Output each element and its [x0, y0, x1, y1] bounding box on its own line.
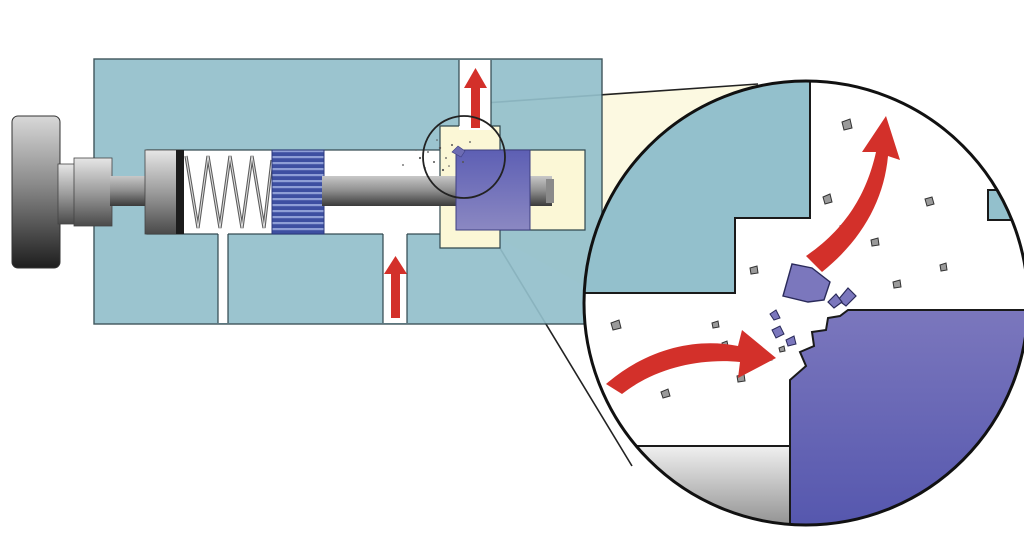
spring-retainer: [144, 149, 182, 235]
adjustment-shaft: [110, 176, 148, 206]
magnifier-lens: [582, 79, 1024, 527]
knob-hub: [57, 163, 77, 225]
eroded-chunk: [782, 263, 831, 303]
zoom-outlet-arrow: [806, 116, 900, 272]
valve-assembly: [11, 58, 603, 325]
zoom-stem: [584, 445, 791, 525]
seat-chip: [451, 145, 466, 158]
adjustment-knob: [11, 115, 61, 269]
zoom-inlet-arrow: [606, 330, 776, 394]
knob-collar: [73, 157, 113, 227]
drain-port: [218, 232, 228, 323]
lens-rim: [582, 79, 1024, 527]
detail-circle: [422, 115, 506, 199]
piston-guide: [271, 149, 325, 235]
inlet-flow-arrow: [384, 256, 407, 318]
outlet-flow-arrow: [464, 68, 487, 128]
valve-poppet: [455, 149, 531, 231]
zoom-poppet: [789, 309, 1024, 525]
